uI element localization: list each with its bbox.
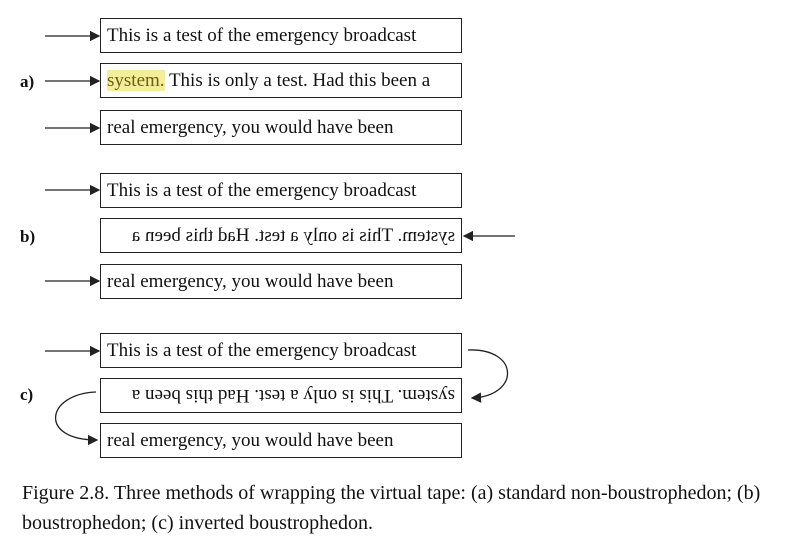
b-box-line3: real emergency, you would have been — [100, 264, 462, 299]
c-line1-text: This is a test of the emergency broadcas… — [107, 340, 417, 361]
b-box-line1: This is a test of the emergency broadcas… — [100, 173, 462, 208]
c-line3-text: real emergency, you would have been — [107, 430, 394, 451]
b-box-line2-mirrored: system. This is only a test. Had this be… — [100, 218, 462, 253]
arrow-c-wrap-right — [467, 349, 509, 403]
a-box-line1: This is a test of the emergency broadcas… — [100, 18, 462, 53]
a-line2-text: This is only a test. Had this been a — [164, 70, 431, 91]
b-line1-text: This is a test of the emergency broadcas… — [107, 180, 417, 201]
a-box-line2: system. This is only a test. Had this be… — [100, 63, 462, 98]
b-line2-text: system. This is only a test. Had this be… — [131, 225, 455, 246]
label-b: b) — [20, 227, 36, 246]
c-box-line3: real emergency, you would have been — [100, 423, 462, 458]
b-line3-text: real emergency, you would have been — [107, 271, 394, 292]
c-line2-text: system. This is only a test. Had this be… — [131, 385, 455, 406]
arrow-c-wrap-left — [55, 391, 99, 446]
c-box-line1: This is a test of the emergency broadcas… — [100, 333, 462, 368]
a-line3-text: real emergency, you would have been — [107, 117, 394, 138]
diagram-arrows — [45, 30, 515, 446]
c-box-line2-inverted: system. This is only a test. Had this be… — [100, 378, 462, 413]
a-line1-text: This is a test of the emergency broadcas… — [107, 25, 417, 46]
label-c: c) — [20, 385, 34, 404]
a-box-line3: real emergency, you would have been — [100, 110, 462, 145]
figure-caption: Figure 2.8. Three methods of wrapping th… — [22, 482, 761, 534]
a-line2-highlight: system. — [107, 70, 165, 91]
label-a: a) — [20, 72, 35, 91]
